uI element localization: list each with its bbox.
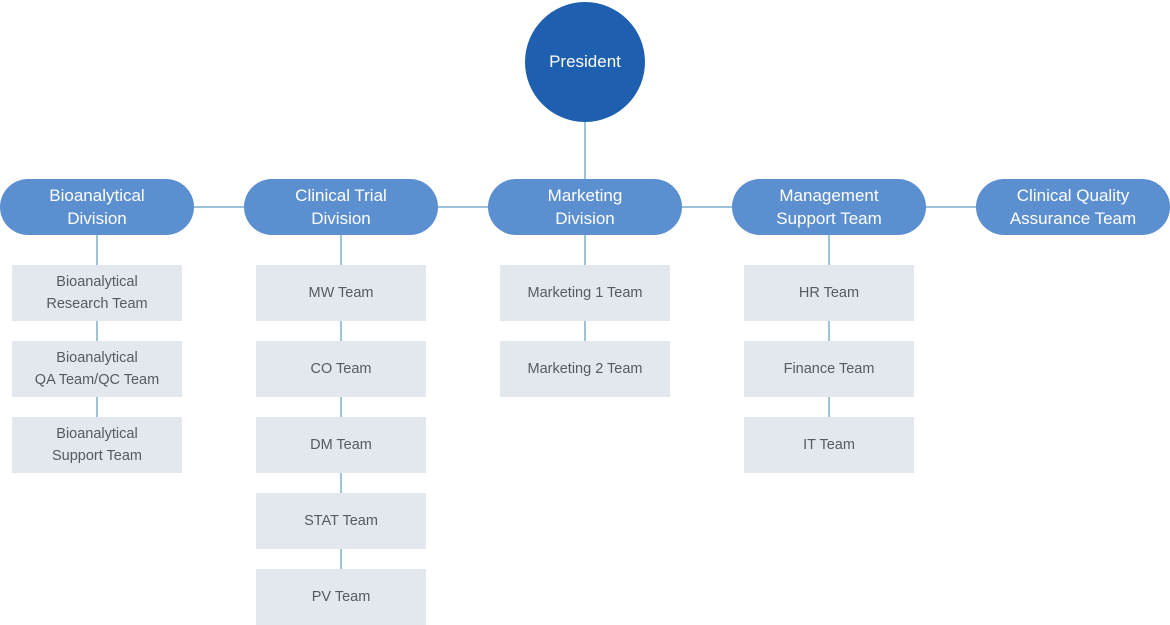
division-label-line: Marketing (547, 186, 623, 205)
team-node: DM Team (256, 417, 426, 473)
connector-clinical-trial-division-teams (340, 235, 342, 597)
team-label-line: Bioanalytical (56, 350, 138, 366)
team-label-line: IT Team (803, 437, 855, 453)
team-label-line: CO Team (310, 361, 372, 377)
team-node: MW Team (256, 265, 426, 321)
division-label-line: Clinical Quality (1016, 186, 1130, 205)
division-label-line: Division (67, 209, 127, 228)
team-node: CO Team (256, 341, 426, 397)
team-node: Bioanalytical QA Team/QC Team (12, 341, 182, 397)
team-node: HR Team (744, 265, 914, 321)
team-label-line: Bioanalytical (56, 274, 138, 290)
team-node: STAT Team (256, 493, 426, 549)
division-label-line: Management (779, 186, 879, 205)
team-label-line: Marketing 2 Team (527, 361, 643, 377)
division-label-line: Assurance Team (1009, 209, 1137, 228)
team-label-line: QA Team/QC Team (34, 372, 160, 388)
team-label-line: MW Team (308, 285, 374, 301)
team-label-line: PV Team (311, 589, 371, 605)
president-node: President (525, 2, 645, 122)
connector-bioanalytical-division-teams (96, 235, 98, 445)
team-node: PV Team (256, 569, 426, 625)
president-label: President (549, 52, 621, 71)
team-node: Finance Team (744, 341, 914, 397)
team-label-line: Bioanalytical (56, 426, 138, 442)
division-label-line: Bioanalytical (49, 186, 145, 205)
division-label-line: Division (555, 209, 615, 228)
team-label-line: DM Team (310, 437, 372, 453)
team-label-line: Support Team (51, 448, 142, 464)
team-label-line: STAT Team (304, 513, 378, 529)
team-node: Marketing 2 Team (500, 341, 670, 397)
division-label-line: Division (311, 209, 371, 228)
connector-president-to-divisions (584, 122, 586, 180)
team-label-line: HR Team (798, 285, 860, 301)
connector-management-support-team-teams (828, 235, 830, 445)
team-node: IT Team (744, 417, 914, 473)
division-label-line: Support Team (776, 209, 882, 228)
team-label-line: Marketing 1 Team (527, 285, 643, 301)
division-label-line: Clinical Trial (295, 186, 387, 205)
team-label-line: Finance Team (783, 361, 875, 377)
team-node: Marketing 1 Team (500, 265, 670, 321)
team-label-line: Research Team (46, 296, 148, 312)
